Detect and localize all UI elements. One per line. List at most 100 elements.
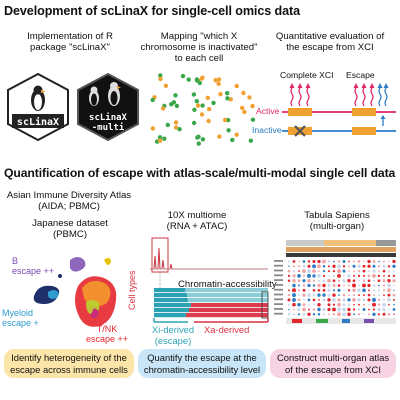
heatmap-dot [287, 298, 291, 302]
heatmap-dot [378, 260, 380, 263]
heatmap-dot [322, 269, 326, 273]
row-label-mark [274, 279, 283, 281]
heatmap-dot [317, 313, 321, 316]
heatmap-dot [383, 260, 385, 263]
heatmap-dot [317, 293, 321, 297]
heatmap-dot [357, 274, 361, 278]
heatmap-dot [332, 269, 336, 273]
heatmap-dot [352, 294, 356, 297]
heatmap-dot [387, 265, 391, 268]
row-label-mark [274, 274, 283, 277]
heatmap-dot [358, 303, 360, 306]
top-section-title: Development of scLinaX for single-cell o… [4, 4, 301, 18]
heatmap-dot [328, 275, 330, 277]
heatmap-dot [302, 303, 306, 307]
cell-dot [165, 122, 170, 128]
cell-dot [174, 103, 180, 109]
cell-dot [230, 137, 235, 143]
heatmap-dot [288, 265, 290, 268]
heatmap-dot [333, 260, 335, 263]
complete-xci-label: Complete XCI [280, 70, 334, 80]
heatmap-dot [312, 279, 316, 282]
heatmap-dot [332, 274, 336, 278]
heatmap-dot [297, 302, 301, 307]
heatmap-dot [363, 299, 365, 301]
xi-bar [154, 303, 191, 308]
heatmap-dot [368, 308, 370, 311]
heatmap-dot [367, 279, 371, 282]
row-label-mark [274, 288, 283, 291]
heatmap-dot [357, 270, 361, 273]
heatmap-dot [393, 284, 395, 287]
heatmap-dot [332, 293, 336, 297]
heatmap-dot [392, 259, 396, 264]
heatmap-dot [288, 289, 290, 292]
heatmap-dot [322, 279, 326, 282]
heatmap-dot [307, 273, 311, 278]
cell-dot [206, 118, 211, 124]
heatmap-dot [292, 278, 296, 283]
cell-dot-scatter [150, 73, 256, 146]
cell-dot [234, 83, 239, 89]
cell-dot [213, 78, 218, 83]
heatmap-dot [387, 312, 391, 316]
heatmap-dot [378, 270, 380, 272]
heatmap-dot [372, 297, 376, 302]
heatmap-dot [293, 313, 295, 316]
xa-bar [189, 308, 268, 313]
heatmap-dot [342, 298, 346, 302]
heatmap-dot [308, 308, 310, 311]
cell-dot [199, 76, 204, 81]
cell-dot [192, 107, 197, 112]
heatmap-dot [322, 298, 326, 302]
heatmap-dot [342, 265, 346, 268]
heatmap-dot [288, 284, 290, 287]
heatmap-dot [292, 288, 296, 293]
cell-dot [248, 138, 253, 143]
cell-dot [177, 127, 182, 132]
heatmap-dot [317, 302, 321, 307]
heatmap-dot [312, 288, 316, 292]
heatmap-dot [307, 283, 311, 288]
heatmap-dot [292, 283, 296, 288]
heatmap-dot [317, 288, 321, 292]
heatmap-dot [322, 288, 326, 292]
xi-bar [154, 313, 186, 318]
penguin-icon [31, 85, 46, 111]
heatmap-dot [357, 284, 361, 287]
heatmap-dot [312, 269, 316, 273]
heatmap-dot [392, 264, 396, 268]
logo-right-text-1: scLinaX [89, 112, 128, 123]
up-arrow-icon [290, 87, 374, 107]
heatmap-dot [332, 283, 336, 288]
sclinax-multi-hex-logo: scLinaX -multi [77, 72, 139, 142]
cell-dot [157, 138, 163, 143]
cell-dot [162, 136, 167, 141]
heatmap-dot [338, 279, 340, 282]
heatmap-dot [377, 279, 381, 283]
cell-dot [158, 73, 163, 78]
heatmap-dot [307, 264, 311, 268]
cell-dot [163, 83, 169, 88]
heatmap-dot [322, 265, 326, 268]
heatmap-dot [393, 313, 395, 316]
heatmap-dot [368, 304, 370, 306]
heatmap-dot [288, 308, 290, 311]
heatmap-dot [373, 294, 375, 296]
aida-caption: Asian Immune Diversity Atlas (AIDA; PBMC… [6, 190, 132, 212]
myeloid-label: Myeloid escape + [2, 308, 39, 328]
heatmap-dot [362, 264, 366, 268]
heatmap-dot [352, 274, 356, 277]
heatmap-dot [342, 293, 346, 297]
heatmap-dot [358, 313, 360, 316]
heatmap-dot [297, 313, 301, 316]
cell-dot [216, 77, 222, 82]
heatmap-dot [393, 289, 395, 291]
cell-dot [150, 97, 155, 103]
heatmap-dot [393, 303, 395, 306]
heatmap-dot [353, 313, 355, 316]
heatmap-dot [307, 260, 311, 263]
heatmap-dot [328, 313, 330, 316]
heatmap-dot [337, 264, 341, 269]
